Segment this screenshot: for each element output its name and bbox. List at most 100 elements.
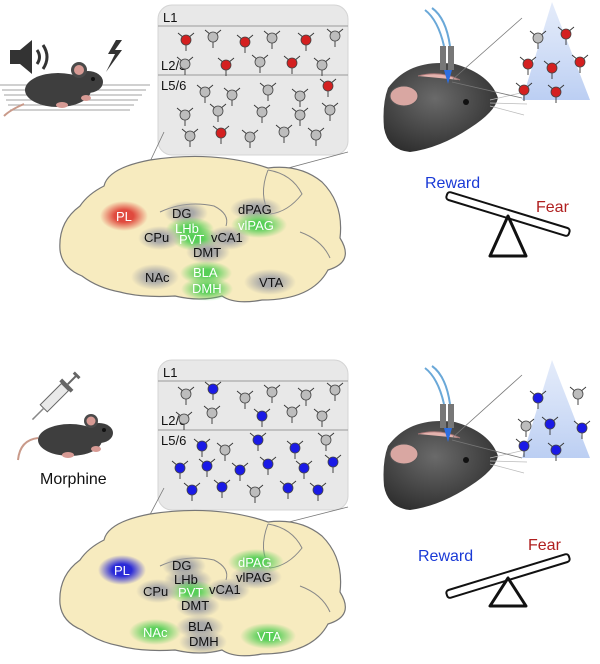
region-label-nac: NAc xyxy=(145,270,170,285)
neuron-inactive xyxy=(216,442,234,461)
seesaw-reward-label: Reward xyxy=(425,175,480,192)
neuron-inactive xyxy=(569,386,587,405)
neuron-active xyxy=(212,125,230,144)
layer-label-l56: L5/6 xyxy=(161,433,186,448)
region-label-bla: BLA xyxy=(193,265,218,280)
neuron-active xyxy=(515,438,533,457)
neuron-active xyxy=(309,482,327,501)
neuron-active xyxy=(286,440,304,459)
neuron-inactive xyxy=(297,387,315,406)
neuron-active xyxy=(217,57,235,76)
brain-sagittal-bottom: PL DG LHb PVT CPu DMT vCA1 dPAG vlPAG NA… xyxy=(59,509,346,657)
neuron-inactive xyxy=(203,405,221,424)
region-label-nac: NAc xyxy=(143,625,168,640)
neuron-active xyxy=(213,479,231,498)
optic-fiber-icon xyxy=(424,7,454,84)
region-pl xyxy=(100,201,148,231)
neuron-inactive xyxy=(241,129,259,148)
neuron-inactive xyxy=(317,432,335,451)
neuron-inactive xyxy=(236,390,254,409)
light-cone-top xyxy=(522,2,590,100)
light-cone-bottom xyxy=(522,360,590,458)
neuron-inactive xyxy=(263,384,281,403)
layer-label-l1: L1 xyxy=(163,365,177,380)
region-label-cpu: CPu xyxy=(144,230,169,245)
neuron-inactive xyxy=(326,28,344,47)
neuron-inactive xyxy=(259,82,277,101)
neuron-inactive xyxy=(313,57,331,76)
seesaw-fear-label: Fear xyxy=(528,537,562,554)
region-label-vta: VTA xyxy=(257,629,282,644)
neuron-active xyxy=(547,84,565,103)
region-label-pvt: PVT xyxy=(178,585,203,600)
syringe-icon xyxy=(31,371,81,421)
region-label-dmh: DMH xyxy=(192,281,222,296)
neuron-active xyxy=(231,462,249,481)
neuron-active xyxy=(177,32,195,51)
region-label-vta: VTA xyxy=(259,275,284,290)
region-label-vlpag: vlPAG xyxy=(238,218,274,233)
neuron-active xyxy=(543,60,561,79)
panel-top: L1 L2/3 L5/6 PL DG L xyxy=(0,2,590,303)
region-label-dg: DG xyxy=(172,206,192,221)
region-label-pl: PL xyxy=(116,209,132,224)
seesaw-top xyxy=(445,191,571,258)
panel-bottom: Morphine L1 L2/3 L5/6 PL xyxy=(17,359,591,657)
region-label-lhb: LHb xyxy=(174,572,198,587)
neuron-inactive xyxy=(307,127,325,146)
seesaw-reward-label: Reward xyxy=(418,548,473,565)
cone-neurons-bottom xyxy=(515,386,591,461)
region-label-dmt: DMT xyxy=(193,245,221,260)
neuron-inactive xyxy=(175,411,193,430)
neuron-inactive xyxy=(253,104,271,123)
neuron-active xyxy=(324,454,342,473)
neuron-inactive xyxy=(246,484,264,503)
neuron-active xyxy=(529,390,547,409)
layer-label-l56: L5/6 xyxy=(161,78,186,93)
neuron-population-top xyxy=(176,28,344,148)
mouse-head-fiber-top xyxy=(383,7,528,152)
neuron-inactive xyxy=(176,56,194,75)
neuron-inactive xyxy=(517,418,535,437)
region-label-lhb: LHb xyxy=(175,221,199,236)
region-label-dmt: DMT xyxy=(181,598,209,613)
region-label-pvt: PVT xyxy=(179,232,204,247)
neuron-active xyxy=(279,480,297,499)
neuron-active xyxy=(253,408,271,427)
region-label-bla: BLA xyxy=(188,619,213,634)
neuron-inactive xyxy=(313,408,331,427)
region-label-cpu: CPu xyxy=(143,584,168,599)
neuron-active xyxy=(259,456,277,475)
neuron-inactive xyxy=(529,30,547,49)
region-label-dpag: dPAG xyxy=(238,555,272,570)
cone-neurons-top xyxy=(515,26,589,103)
neuron-active xyxy=(573,420,591,439)
neuron-inactive xyxy=(263,30,281,49)
neuron-inactive xyxy=(326,382,344,401)
region-label-vca1: vCA1 xyxy=(211,230,243,245)
layer-label-l23: L2/3 xyxy=(161,58,186,73)
neuron-active xyxy=(515,82,533,101)
region-label-pl: PL xyxy=(114,563,130,578)
mouse-head-fiber-bottom xyxy=(383,365,528,510)
neuron-inactive xyxy=(275,124,293,143)
mouse-icon xyxy=(17,414,113,461)
neuron-active xyxy=(295,460,313,479)
region-label-vlpag: vlPAG xyxy=(236,570,272,585)
neuron-inactive xyxy=(291,107,309,126)
region-label-dpag: dPAG xyxy=(238,202,272,217)
neuron-active xyxy=(297,32,315,51)
neuron-population-bottom xyxy=(171,381,344,503)
neuron-active xyxy=(204,381,222,400)
condition-label-morphine: Morphine xyxy=(40,471,107,488)
neuron-active xyxy=(571,54,589,73)
region-label-dg: DG xyxy=(172,558,192,573)
neuron-active xyxy=(283,55,301,74)
mouse-icon xyxy=(3,62,103,117)
neuron-active xyxy=(557,26,575,45)
brain-sagittal-top: PL DG LHb PVT CPu DMT vCA1 dPAG vlPAG NA… xyxy=(59,155,346,303)
layer-label-l1: L1 xyxy=(163,10,177,25)
neuron-inactive xyxy=(204,29,222,48)
neuron-inactive xyxy=(181,128,199,147)
